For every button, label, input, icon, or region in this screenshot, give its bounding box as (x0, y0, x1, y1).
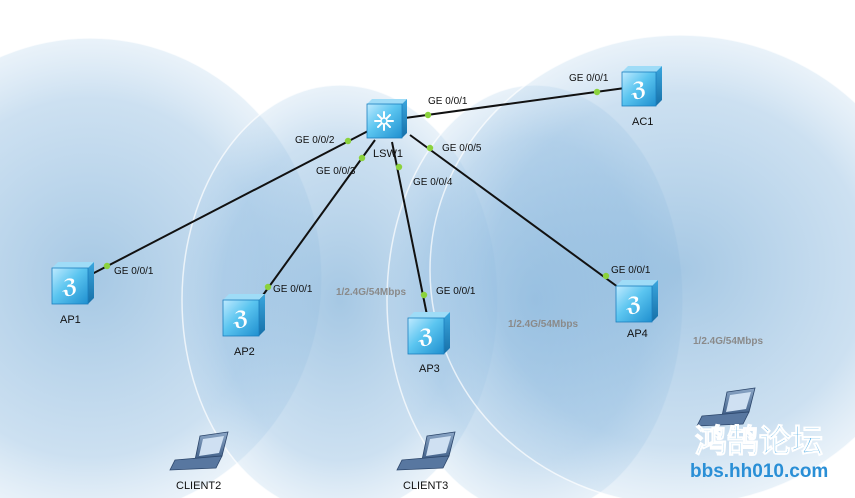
device-label-ac1: AC1 (632, 116, 653, 128)
device-client3[interactable]: CLIENT3 (396, 431, 456, 492)
port-label-lsw1-ap3: GE 0/0/4 (413, 177, 453, 188)
port-label-lsw1-ap4: GE 0/0/5 (442, 143, 482, 154)
port-label-lsw1-ap1: GE 0/0/2 (295, 135, 335, 146)
device-ap4[interactable]: ℨ AP4 (615, 280, 658, 340)
rate-label-ap2: 1/2.4G/54Mbps (336, 287, 406, 298)
port-dot-ap4-ge001 (602, 272, 610, 280)
port-label-ap2-lsw1: GE 0/0/1 (273, 284, 313, 295)
port-label-ap4-lsw1: GE 0/0/1 (611, 265, 651, 276)
port-dot-lsw1-ge002 (344, 137, 352, 145)
access-point-icon: ℨ (222, 294, 265, 337)
device-label-ap4: AP4 (627, 328, 648, 340)
link-lsw1-ap3 (391, 141, 429, 321)
laptop-icon (396, 431, 456, 471)
link-lsw1-ac1 (404, 87, 626, 119)
svg-text:ℨ: ℨ (232, 308, 248, 330)
device-ac1[interactable]: ℨ AC1 (621, 66, 662, 128)
port-dot-lsw1-ge003 (358, 154, 366, 162)
device-client4[interactable] (696, 387, 756, 427)
device-ap1[interactable]: ℨ AP1 (51, 262, 94, 326)
device-label-ap1: AP1 (60, 314, 81, 326)
access-controller-icon: ℨ (621, 66, 662, 107)
access-point-icon: ℨ (407, 312, 450, 355)
coverage-area-ap4 (429, 34, 855, 498)
svg-text:ℨ: ℨ (625, 294, 641, 316)
rate-label-ap4: 1/2.4G/54Mbps (693, 336, 763, 347)
svg-text:ℨ: ℨ (417, 326, 433, 348)
port-dot-lsw1-ge005 (426, 144, 434, 152)
port-dot-lsw1-ge004 (395, 163, 403, 171)
port-dot-ap2-ge001 (264, 283, 272, 291)
device-ap3[interactable]: ℨ AP3 (407, 312, 450, 375)
device-client2[interactable]: CLIENT2 (169, 431, 229, 492)
rate-labels: 1/2.4G/54Mbps 1/2.4G/54Mbps 1/2.4G/54Mbp… (336, 287, 763, 347)
device-ap2[interactable]: ℨ AP2 (222, 294, 265, 358)
laptop-icon (696, 387, 756, 427)
port-dot-lsw1-ge001 (424, 111, 432, 119)
watermark: 鸿鹄论坛 bbs.hh010.com (690, 422, 828, 483)
link-lsw1-ap4 (409, 134, 623, 291)
device-label-client3: CLIENT3 (403, 480, 448, 492)
access-point-icon: ℨ (51, 262, 94, 305)
watermark-chinese-text: 鸿鹄论坛 (695, 422, 823, 460)
switch-icon (366, 99, 407, 139)
port-label-lsw1-ac1: GE 0/0/1 (428, 96, 468, 107)
link-lsw1-ap2 (257, 139, 376, 303)
device-label-ap2: AP2 (234, 346, 255, 358)
svg-text:ℨ: ℨ (61, 276, 77, 298)
port-dot-ap1-ge001 (103, 262, 111, 270)
links (89, 87, 626, 321)
device-label-client2: CLIENT2 (176, 480, 221, 492)
laptop-icon (169, 431, 229, 471)
rate-label-ap3: 1/2.4G/54Mbps (508, 319, 578, 330)
port-indicators (103, 88, 610, 299)
coverage-areas (0, 34, 855, 498)
port-label-ap1-lsw1: GE 0/0/1 (114, 266, 154, 277)
link-lsw1-ap1 (89, 129, 371, 276)
svg-text:ℨ: ℨ (630, 79, 646, 101)
watermark-url-text: bbs.hh010.com (690, 461, 828, 482)
port-dot-ap3-ge001 (420, 291, 428, 299)
device-label-ap3: AP3 (419, 363, 440, 375)
port-labels: GE 0/0/1 GE 0/0/1 GE 0/0/2 GE 0/0/1 GE 0… (114, 73, 651, 297)
port-label-ap3-lsw1: GE 0/0/1 (436, 286, 476, 297)
port-label-lsw1-ap2: GE 0/0/3 (316, 166, 356, 177)
access-point-icon: ℨ (615, 280, 658, 323)
device-lsw1[interactable]: LSW1 (366, 99, 407, 160)
device-label-lsw1: LSW1 (373, 148, 403, 160)
port-dot-ac1-ge001 (593, 88, 601, 96)
port-label-ac1-lsw1: GE 0/0/1 (569, 73, 609, 84)
